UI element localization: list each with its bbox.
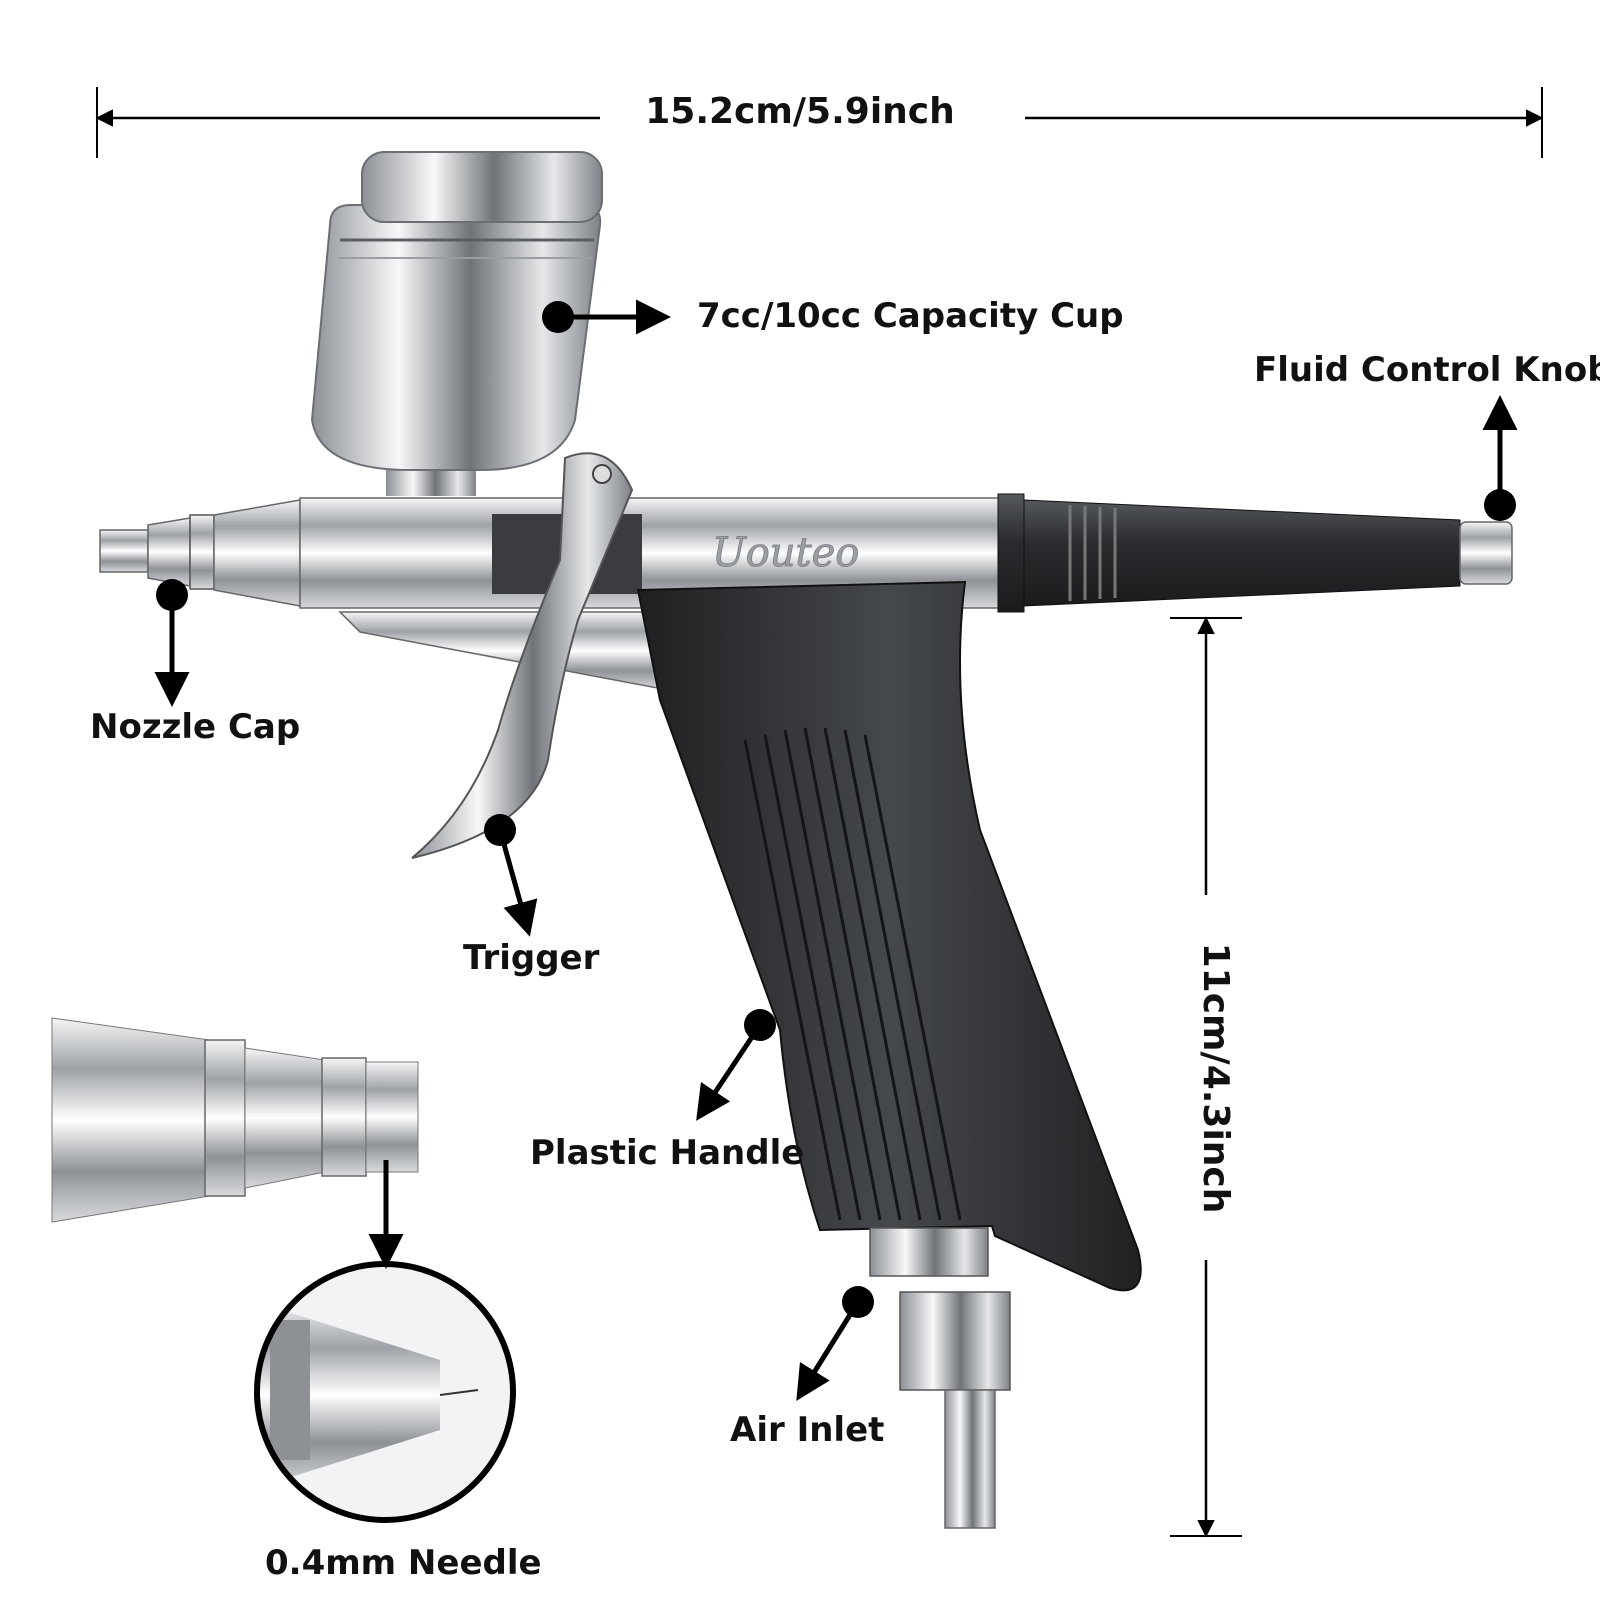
air-inlet-fitting <box>869 1227 1011 1529</box>
cup-label: 7cc/10cc Capacity Cup <box>697 296 1124 336</box>
needle-magnified <box>254 1261 516 1523</box>
fluid-knob-label: Fluid Control Knob <box>1254 350 1600 390</box>
plastic-handle <box>636 580 1142 1292</box>
height-dimension-label: 11cm/4.3inch <box>1195 942 1236 1214</box>
callout-trigger <box>484 814 538 937</box>
paint-cup <box>310 151 603 496</box>
brand-engraving: Uouteo <box>712 530 859 576</box>
callout-inlet <box>796 1286 874 1401</box>
handle-label: Plastic Handle <box>530 1133 805 1173</box>
callout-cup <box>542 299 671 335</box>
height-dimension-line <box>1170 616 1242 1538</box>
width-dimension-line <box>95 87 1544 158</box>
air-inlet-label: Air Inlet <box>730 1410 885 1450</box>
trigger-lever <box>411 452 634 859</box>
trigger-label: Trigger <box>463 938 600 978</box>
callout-handle <box>696 1009 776 1121</box>
needle-label: 0.4mm Needle <box>265 1543 542 1583</box>
width-dimension-label: 15.2cm/5.9inch <box>645 91 955 132</box>
callout-nozzle <box>154 579 190 707</box>
nozzle-cap-label: Nozzle Cap <box>90 707 301 747</box>
callout-knob <box>1482 395 1518 521</box>
nozzle-closeup <box>51 1017 419 1223</box>
